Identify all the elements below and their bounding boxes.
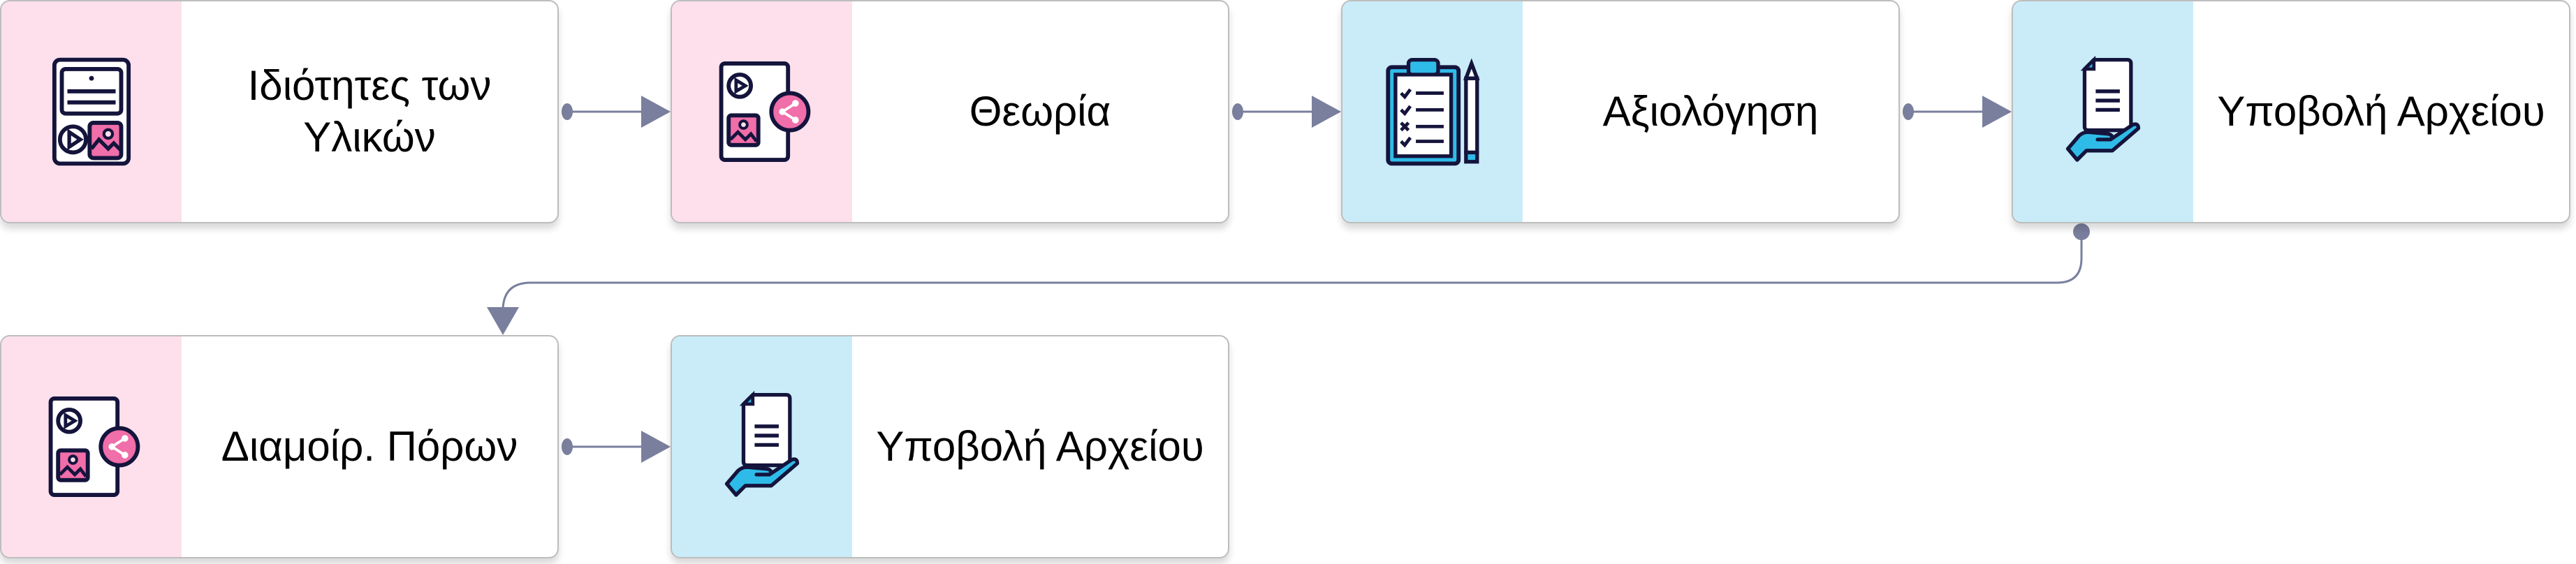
file-submit-icon	[724, 390, 800, 497]
file-submit-icon	[2065, 55, 2141, 162]
step-card-3[interactable]: Αξιολόγηση	[1341, 0, 1900, 223]
step-label: Αξιολόγηση	[1602, 88, 1819, 135]
icon-panel	[672, 336, 852, 557]
connector-2-3	[1232, 96, 1341, 128]
step-label: Υποβολή Αρχείου	[876, 423, 1204, 470]
connector-1-2	[562, 96, 671, 128]
step-card-6[interactable]: Υποβολή Αρχείου	[671, 335, 1229, 558]
media-share-icon	[719, 61, 811, 162]
icon-panel	[1, 336, 182, 557]
step-label: Ιδιότητες των Υλικών	[247, 62, 492, 161]
media-share-icon	[48, 396, 140, 497]
clipboard-checklist-icon	[1386, 57, 1480, 166]
step-label: Θεωρία	[969, 88, 1111, 135]
icon-panel	[2013, 1, 2193, 222]
step-card-2[interactable]: Θεωρία	[671, 0, 1229, 223]
step-label: Διαμοίρ. Πόρων	[221, 423, 518, 470]
step-card-4[interactable]: Υποβολή Αρχείου	[2012, 0, 2570, 223]
step-card-5[interactable]: Διαμοίρ. Πόρων	[0, 335, 559, 558]
icon-panel	[672, 1, 852, 222]
icon-panel	[1342, 1, 1523, 222]
connector-3-4	[1903, 96, 2012, 128]
media-content-icon	[52, 57, 131, 166]
connector-4-5	[487, 223, 2090, 335]
step-card-1[interactable]: Ιδιότητες των Υλικών	[0, 0, 559, 223]
icon-panel	[1, 1, 182, 222]
step-label: Υποβολή Αρχείου	[2217, 88, 2545, 135]
connector-5-6	[562, 431, 671, 463]
